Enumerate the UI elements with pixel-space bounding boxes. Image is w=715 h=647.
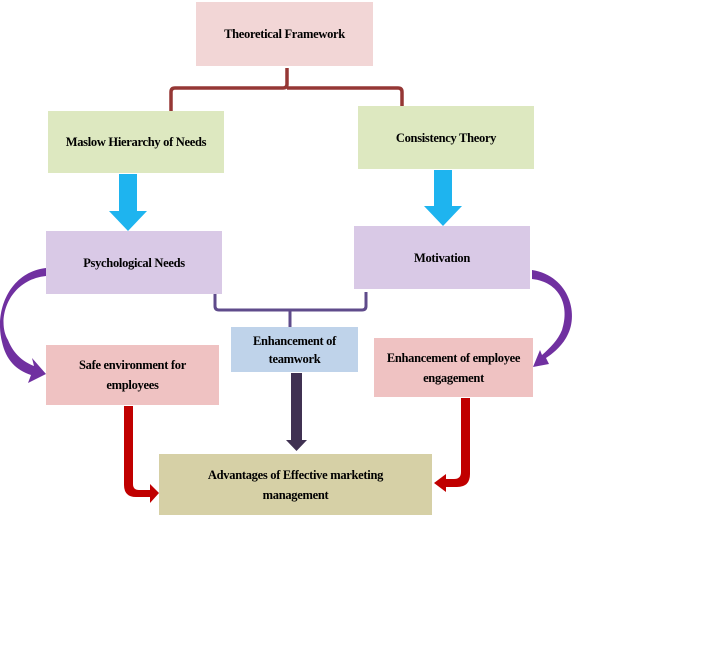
maslow-hierarchy-node: Maslow Hierarchy of Needs <box>48 111 224 173</box>
bracket-connector-middle <box>213 292 368 327</box>
blue-arrow-right <box>424 170 462 226</box>
employee-engagement-label: Enhancement of employee engagement <box>386 350 521 385</box>
red-arrow-right <box>434 398 470 492</box>
bracket-connector-top <box>169 68 404 111</box>
teamwork-down-arrow <box>286 373 307 451</box>
consistency-theory-node: Consistency Theory <box>358 106 534 169</box>
curved-arrow-left <box>0 268 46 383</box>
safe-environment-node: Safe environment for employees <box>46 345 219 405</box>
curved-arrow-right <box>532 270 573 367</box>
advantages-label: Advantages of Effective marketing manage… <box>207 467 384 502</box>
blue-arrow-left <box>109 174 147 231</box>
motivation-label: Motivation <box>413 250 471 265</box>
safe-environment-label: Safe environment for employees <box>79 358 186 392</box>
teamwork-node: Enhancement of teamwork <box>231 327 358 372</box>
maslow-hierarchy-label: Maslow Hierarchy of Needs <box>65 135 207 149</box>
psychological-needs-label: Psychological Needs <box>83 255 185 270</box>
red-arrow-left <box>124 406 159 503</box>
advantages-node: Advantages of Effective marketing manage… <box>159 454 432 515</box>
employee-engagement-node: Enhancement of employee engagement <box>374 338 533 397</box>
consistency-theory-label: Consistency Theory <box>395 130 497 145</box>
theoretical-framework-label: Theoretical Framework <box>224 27 345 41</box>
teamwork-label: Enhancement of teamwork <box>253 333 336 366</box>
theoretical-framework-node: Theoretical Framework <box>196 2 373 66</box>
psychological-needs-node: Psychological Needs <box>46 231 222 294</box>
motivation-node: Motivation <box>354 226 530 289</box>
